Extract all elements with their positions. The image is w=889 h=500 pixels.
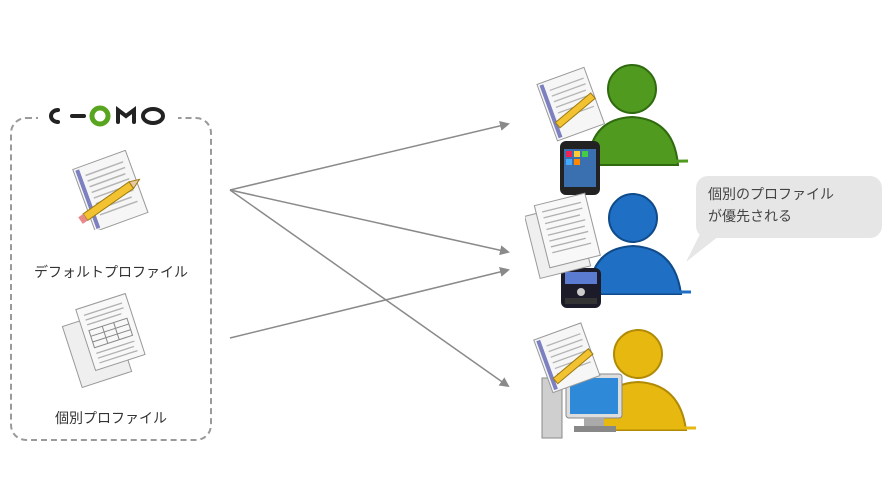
documents-stack-icon: [525, 192, 601, 280]
user-silhouette-icon: [569, 64, 689, 166]
default-profile-label: デフォルトプロファイル: [34, 265, 188, 281]
document-pencil-icon: [533, 322, 601, 394]
callout-line-1: 個別のプロファイル: [708, 187, 834, 203]
arrow-individual-to-blackberry: [229, 267, 510, 339]
iphone-user-group: [530, 55, 690, 195]
blackberry-user-group: [525, 182, 695, 312]
priority-callout: 個別のプロファイル が優先される: [696, 176, 882, 238]
document-pencil-icon: [536, 66, 606, 142]
documents-stack-icon: [50, 288, 160, 388]
smartphone-icon: [560, 141, 600, 195]
arrow-default-to-iphone: [229, 120, 510, 191]
blackberry-icon: [561, 268, 601, 308]
callout-line-2: が優先される: [708, 209, 792, 225]
individual-profile-label: 個別プロファイル: [55, 411, 167, 427]
document-pencil-icon: [60, 150, 160, 230]
clomo-logo: [38, 100, 178, 132]
arrow-default-to-blackberry: [229, 189, 510, 256]
pc-user-group: [528, 318, 698, 448]
arrow-default-to-pc: [229, 189, 510, 388]
